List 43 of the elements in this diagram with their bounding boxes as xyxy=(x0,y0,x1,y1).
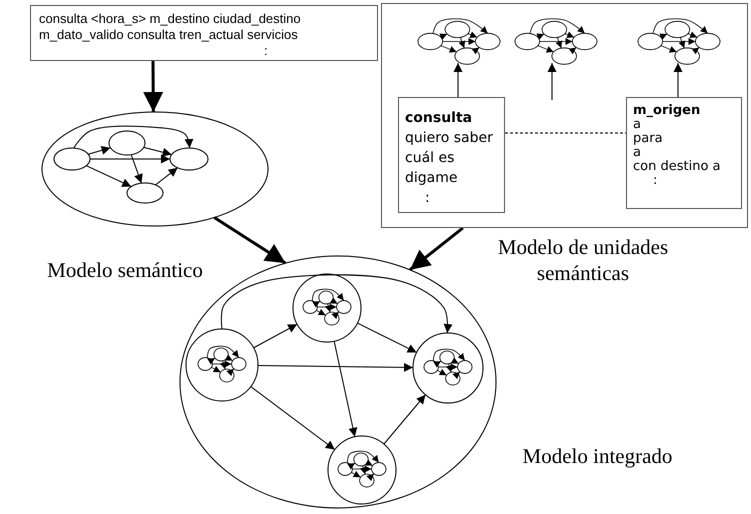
model-caption: Modelo de unidades semánticas xyxy=(496,234,670,286)
arrow xyxy=(143,146,172,157)
connector-line xyxy=(504,132,626,134)
model-caption: Modelo integrado xyxy=(522,443,674,469)
continuation-mark: : xyxy=(424,189,431,208)
phrase: con destino a xyxy=(633,160,722,174)
arrow xyxy=(356,322,418,353)
phrase: a xyxy=(633,118,642,132)
phrase: quiero saber xyxy=(405,129,494,148)
arrow xyxy=(86,165,132,188)
phrase: cuál es xyxy=(405,149,456,168)
arrow xyxy=(220,274,452,334)
heading: m_origen xyxy=(633,104,702,118)
arrow xyxy=(454,62,462,98)
token-list: consulta <hora_s> m_destino ciudad_destino m_dato_valido consulta tren_actual servicios xyxy=(39,11,369,43)
graph-drawing xyxy=(638,20,720,63)
text-box xyxy=(398,97,505,213)
graph-drawing xyxy=(515,20,597,63)
arrow xyxy=(88,146,111,155)
graph-drawing xyxy=(418,20,500,63)
arrow xyxy=(383,394,426,444)
thick-arrow xyxy=(409,226,464,271)
arrow xyxy=(334,340,358,438)
phrase: digame xyxy=(405,169,458,188)
arrow xyxy=(130,154,143,184)
model-caption: Modelo semántico xyxy=(46,257,204,283)
arrow xyxy=(250,386,336,450)
phrase: para xyxy=(633,132,664,146)
continuation-mark: : xyxy=(263,43,269,59)
arrow xyxy=(548,62,556,100)
arrow xyxy=(73,126,194,149)
arrow xyxy=(258,362,414,372)
thick-arrow xyxy=(214,216,286,264)
arrow xyxy=(674,62,682,98)
arrow xyxy=(155,167,178,186)
arrow xyxy=(90,154,170,164)
heading: consulta xyxy=(405,109,474,128)
phrase: a xyxy=(633,146,642,160)
thick-arrow xyxy=(143,60,164,112)
text-box xyxy=(30,5,378,61)
arrow xyxy=(253,324,298,348)
text-box xyxy=(626,97,742,209)
continuation-mark: : xyxy=(652,174,658,188)
